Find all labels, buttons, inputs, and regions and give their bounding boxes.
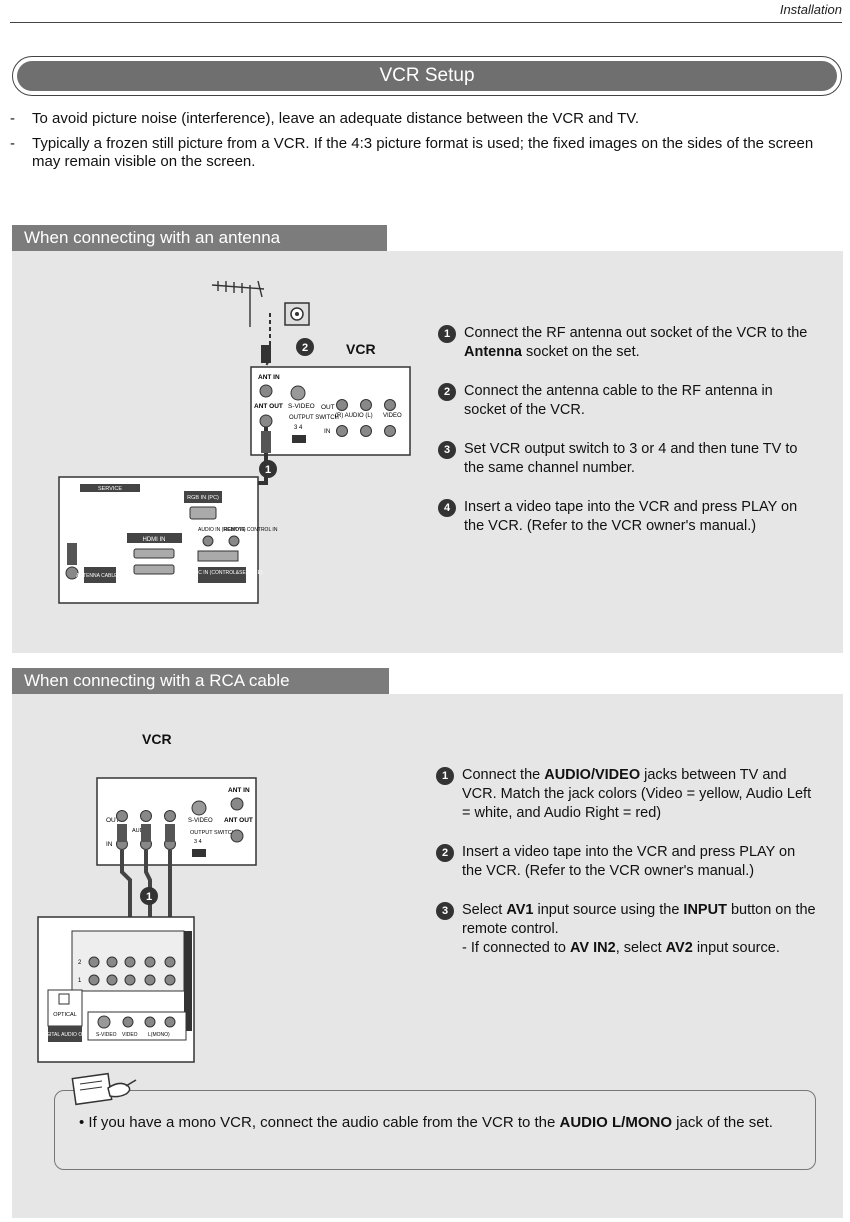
step-text: Insert a video tape into the VCR and pre… <box>462 844 796 879</box>
rca-steps: 1 Connect the AUDIO/VIDEO jacks between … <box>436 766 818 978</box>
antenna-icon <box>211 280 265 327</box>
step-number: 4 <box>438 499 456 517</box>
svg-text:3 4: 3 4 <box>194 839 202 845</box>
svg-text:AUDIO IN (RGB/DVI): AUDIO IN (RGB/DVI) <box>198 527 246 533</box>
svg-text:2: 2 <box>78 960 82 966</box>
vcr-label: VCR <box>142 731 172 747</box>
svg-text:VIDEO: VIDEO <box>383 413 402 419</box>
step-item: 4 Insert a video tape into the VCR and p… <box>438 498 818 536</box>
svg-text:ANT IN: ANT IN <box>228 787 250 794</box>
antenna-section-panel: 2 ANT IN ANT OUT S-VIDEO OUTPUT SWITCH 3… <box>12 251 843 653</box>
step-1-marker: 1 <box>259 460 277 478</box>
step-text: Set VCR output switch to 3 or 4 and then… <box>464 441 798 476</box>
step-number: 2 <box>438 383 456 401</box>
rca-section-heading: When connecting with a RCA cable <box>12 668 389 694</box>
svg-text:ANT OUT: ANT OUT <box>224 817 253 824</box>
step-item: 3 Select AV1 input source using the INPU… <box>436 901 818 958</box>
note-hand-icon <box>71 1072 137 1106</box>
tv-back-panel: SERVICE RGB IN (PC) HDMI IN AUDIO IN (RG… <box>58 476 278 604</box>
antenna-connection-diagram: 2 ANT IN ANT OUT S-VIDEO OUTPUT SWITCH 3… <box>58 280 411 604</box>
step-item: 2 Connect the antenna cable to the RF an… <box>438 382 818 420</box>
svg-text:OUTPUT SWITCH: OUTPUT SWITCH <box>190 830 236 836</box>
antenna-steps: 1 Connect the RF antenna out socket of t… <box>438 324 818 556</box>
svg-text:REMOTE CONTROL IN: REMOTE CONTROL IN <box>224 527 278 533</box>
vcr-label: VCR <box>346 341 376 357</box>
step-number: 3 <box>438 441 456 459</box>
svg-text:1: 1 <box>265 464 271 476</box>
svg-text:RGB IN (PC): RGB IN (PC) <box>187 495 219 501</box>
step-text: Connect the antenna cable to the RF ante… <box>464 383 773 418</box>
note-item: -Typically a frozen still picture from a… <box>10 135 840 171</box>
svg-text:OUT: OUT <box>106 817 120 824</box>
svg-text:1: 1 <box>146 891 152 903</box>
svg-text:3 4: 3 4 <box>294 425 303 431</box>
svg-text:OUT: OUT <box>321 404 335 411</box>
step-number: 2 <box>436 844 454 862</box>
step-item: 1 Connect the AUDIO/VIDEO jacks between … <box>436 766 818 823</box>
vcr-back-panel: ANT IN ANT OUT S-VIDEO OUTPUT SWITCH 3 4… <box>250 366 411 456</box>
svg-text:ANTENNA CABLE IN: ANTENNA CABLE IN <box>76 573 124 579</box>
step-number: 3 <box>436 902 454 920</box>
svg-text:SERVICE: SERVICE <box>98 486 122 492</box>
title-banner: VCR Setup <box>12 56 842 96</box>
svg-text:OUTPUT SWITCH: OUTPUT SWITCH <box>289 415 339 421</box>
svg-text:VIDEO: VIDEO <box>122 1032 138 1038</box>
step-item: 2 Insert a video tape into the VCR and p… <box>436 843 818 881</box>
svg-text:DIGITAL AUDIO OUT: DIGITAL AUDIO OUT <box>41 1032 89 1038</box>
svg-text:S-VIDEO: S-VIDEO <box>96 1032 117 1038</box>
title-banner-fill: VCR Setup <box>17 61 837 91</box>
svg-text:IN: IN <box>106 841 113 848</box>
svg-text:RS-232C IN (CONTROL&SERVICE): RS-232C IN (CONTROL&SERVICE) <box>181 570 263 576</box>
step-1-marker: 1 <box>140 887 158 905</box>
antenna-section-heading: When connecting with an antenna <box>12 225 387 251</box>
svg-text:S-VIDEO: S-VIDEO <box>188 818 213 824</box>
header-section-label: Installation <box>779 2 842 17</box>
step-text: Insert a video tape into the VCR and pre… <box>464 499 798 534</box>
step-number: 1 <box>436 767 454 785</box>
svg-text:ANT IN: ANT IN <box>258 374 280 381</box>
wall-outlet-icon <box>284 302 310 326</box>
svg-text:IN: IN <box>324 428 331 435</box>
svg-text:HDMI IN: HDMI IN <box>143 537 166 543</box>
note-text: Typically a frozen still picture from a … <box>32 135 814 170</box>
svg-text:1: 1 <box>78 978 82 984</box>
svg-text:L(MONO): L(MONO) <box>148 1032 170 1038</box>
svg-text:S-VIDEO: S-VIDEO <box>288 403 315 410</box>
header-rule <box>10 22 842 23</box>
tv-side-panel: 2 1 OPTICAL DIGITAL AUDIO OUT S-VIDEO VI… <box>37 916 195 1063</box>
svg-text:(R) AUDIO (L): (R) AUDIO (L) <box>335 413 373 419</box>
step-item: 3 Set VCR output switch to 3 or 4 and th… <box>438 440 818 478</box>
tip-text: • If you have a mono VCR, connect the au… <box>79 1114 773 1131</box>
svg-text:2: 2 <box>302 342 308 354</box>
tip-box: • If you have a mono VCR, connect the au… <box>54 1090 816 1170</box>
step-number: 1 <box>438 325 456 343</box>
svg-text:ANT OUT: ANT OUT <box>254 403 283 410</box>
note-item: -To avoid picture noise (interference), … <box>10 110 640 127</box>
notes-list: -To avoid picture noise (interference), … <box>10 110 840 178</box>
svg-text:OPTICAL: OPTICAL <box>53 1012 77 1018</box>
note-text: To avoid picture noise (interference), l… <box>32 110 640 127</box>
rca-connection-diagram: OUT IN AUDIO S-VIDEO OUTPUT SWITCH 3 4 A… <box>37 777 257 1063</box>
step-item: 1 Connect the RF antenna out socket of t… <box>438 324 818 362</box>
step-2-marker: 2 <box>296 338 314 356</box>
page-title: VCR Setup <box>379 65 475 86</box>
